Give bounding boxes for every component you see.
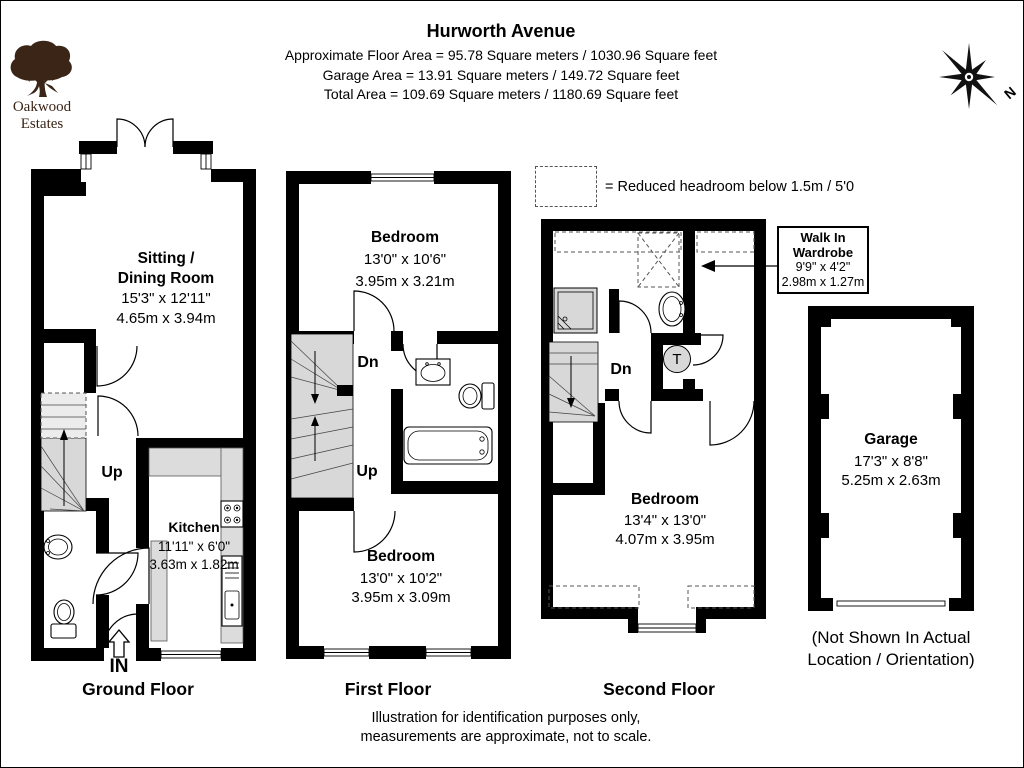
total-area-line: Total Area = 109.69 Square meters / 1180… xyxy=(323,86,679,102)
bedroom-imperial: 13'4" x 13'0" xyxy=(624,512,706,529)
header: Hurworth Avenue Approximate Floor Area =… xyxy=(191,21,811,105)
compass-icon: N xyxy=(939,43,1019,109)
compass-north-label: N xyxy=(1001,83,1019,102)
first-floor-label: First Floor xyxy=(344,679,432,699)
callout-line2: Wardrobe xyxy=(792,245,854,260)
kitchen-label: Kitchen xyxy=(168,519,219,535)
wc-sink xyxy=(43,534,73,560)
bathroom-toilet xyxy=(458,382,495,410)
kitchen-window xyxy=(160,650,222,659)
first-floor-plan: Bedroom 13'0" x 10'6" 3.95m x 3.21m Bedr… xyxy=(286,171,511,659)
ground-floor-label: Ground Floor xyxy=(82,679,194,699)
in-label: IN xyxy=(110,656,129,676)
bedroom-door-right xyxy=(709,400,755,446)
garage-note-line1: (Not Shown In Actual xyxy=(811,628,971,647)
garage-note-line2: Location / Orientation) xyxy=(807,649,975,669)
sitting-room-door xyxy=(96,345,138,387)
tank-label: T xyxy=(672,351,681,368)
kitchen-metric: 3.63m x 1.82m xyxy=(149,557,238,572)
kitchen-door xyxy=(92,547,150,605)
hall-door xyxy=(97,395,139,437)
bedroom-back-metric: 3.95m x 3.09m xyxy=(351,589,450,606)
callout-imperial: 9'9" x 4'2" xyxy=(795,260,851,274)
wc-door xyxy=(95,552,139,596)
kitchen-imperial: 11'11" x 6'0" xyxy=(158,539,230,554)
bedroom-metric: 4.07m x 3.95m xyxy=(615,531,714,548)
tree-logo-icon xyxy=(10,40,72,97)
sitting-room-label: Sitting / xyxy=(138,250,196,267)
garage-metric: 5.25m x 2.63m xyxy=(841,472,940,489)
up-label: Up xyxy=(356,463,378,480)
front-door xyxy=(103,613,139,649)
bedroom-front-metric: 3.95m x 3.21m xyxy=(355,273,454,290)
garage-area-line: Garage Area = 13.91 Square meters / 149.… xyxy=(322,66,680,83)
logo-name-line2: Estates xyxy=(20,115,64,132)
wardrobe-arrow-icon xyxy=(701,260,779,272)
stairs-up xyxy=(40,392,87,512)
bedroom-front-label: Bedroom xyxy=(371,229,439,246)
disclaimer: Illustration for identification purposes… xyxy=(306,709,706,747)
dn-label: Dn xyxy=(610,361,631,378)
sitting-room-imperial: 15'3" x 12'11" xyxy=(121,290,211,307)
up-label: Up xyxy=(101,464,123,481)
shower xyxy=(553,287,598,334)
second-floor-label: Second Floor xyxy=(603,679,715,699)
tank-circle: T xyxy=(663,345,691,373)
bathroom-sink xyxy=(415,358,451,386)
garage-note: (Not Shown In Actual Location / Orientat… xyxy=(789,627,993,670)
garage-imperial: 17'3" x 8'8" xyxy=(854,453,928,470)
ground-floor-plan: Sitting / Dining Room 15'3" x 12'11" 4.6… xyxy=(31,118,256,676)
callout-line1: Walk In xyxy=(800,230,846,245)
tank-cupboard-door xyxy=(692,334,724,366)
french-doors xyxy=(79,118,213,170)
entrance-arrow-icon xyxy=(107,628,131,658)
walk-in-wardrobe-callout: Walk In Wardrobe 9'9" x 4'2" 2.98m x 1.2… xyxy=(777,226,869,294)
bedroom-back-label: Bedroom xyxy=(367,548,435,565)
bedroom-back-door xyxy=(353,510,396,553)
shower-room-door xyxy=(618,300,652,334)
stairs xyxy=(290,333,354,499)
disclaimer-line1: Illustration for identification purposes… xyxy=(371,710,641,726)
bedroom-front-door xyxy=(353,290,395,332)
dn-label: Dn xyxy=(357,354,378,371)
wardrobe-closet xyxy=(637,232,680,288)
reduced-headroom-swatch xyxy=(535,166,597,207)
legend-text: = Reduced headroom below 1.5m / 5'0 xyxy=(605,179,855,195)
hob-icon xyxy=(220,500,244,528)
second-floor-plan: T Bedroom 13'4" x 13'0" 4.07m x 3.95m Dn xyxy=(541,219,766,633)
disclaimer-line2: measurements are approximate, not to sca… xyxy=(360,729,652,745)
kitchen-sink xyxy=(221,555,243,627)
sitting-room-metric: 4.65m x 3.94m xyxy=(116,310,215,327)
sitting-room-label2: Dining Room xyxy=(118,270,214,287)
wc-toilet xyxy=(50,599,77,639)
bedroom-front-imperial: 13'0" x 10'6" xyxy=(364,251,446,268)
garage-label: Garage xyxy=(864,431,918,448)
shower-room-sink xyxy=(658,291,686,327)
garage-door xyxy=(836,600,946,607)
logo-name-line1: Oakwood xyxy=(12,99,72,115)
floor-area-line: Approximate Floor Area = 95.78 Square me… xyxy=(284,47,718,63)
stairs-down xyxy=(548,341,599,423)
garage-plan: Garage 17'3" x 8'8" 5.25m x 2.63m xyxy=(808,306,974,611)
reduced-headroom-areas xyxy=(548,231,755,609)
agency-logo: Oakwood Estates xyxy=(3,37,81,132)
page-title: Hurworth Avenue xyxy=(426,21,576,41)
bedroom-door-left xyxy=(618,400,652,434)
bedroom-label: Bedroom xyxy=(631,491,699,508)
bedroom-back-imperial: 13'0" x 10'2" xyxy=(360,570,442,587)
callout-metric: 2.98m x 1.27m xyxy=(781,275,865,289)
bath xyxy=(403,426,493,465)
